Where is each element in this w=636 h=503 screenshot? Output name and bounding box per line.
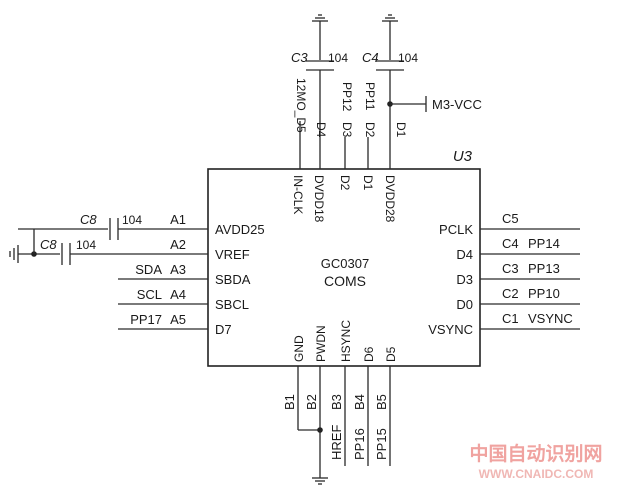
watermark-line1: 中国自动识别网: [469, 442, 602, 465]
right-pin-num-c2: C2: [502, 286, 519, 301]
top-net-label-pp11: PP11: [363, 82, 377, 111]
capacitor-c3-ref: C3: [291, 50, 308, 65]
ground-symbol-bottom: [312, 477, 328, 485]
left-pin-num-a4: A4: [170, 287, 186, 302]
bottom-pin-num-b1: B1: [282, 394, 297, 410]
top-net-label-d4: D4: [314, 122, 328, 138]
right-pin-name-pclk: PCLK: [439, 222, 473, 237]
chip-ref-label: U3: [453, 148, 473, 165]
left-pin-name-d7: D7: [215, 322, 232, 337]
top-net-label-d1: D1: [394, 122, 408, 138]
right-net-label-pp14: PP14: [528, 236, 560, 251]
bottom-pin-num-b3: B3: [329, 394, 344, 410]
bottom-pin-name-hsync: HSYNC: [339, 320, 353, 362]
top-net-label-12mo-d5: 12MO_D5: [294, 78, 308, 133]
bottom-pin-num-b4: B4: [352, 394, 367, 410]
right-pin-name-d3: D3: [456, 272, 473, 287]
capacitor-c3-value: 104: [328, 51, 348, 65]
left-pin-name-sbcl: SBCL: [215, 297, 249, 312]
top-pin-name-dvdd18: DVDD18: [312, 175, 326, 223]
chip-body: [207, 168, 481, 367]
top-pin-name-d2: D2: [338, 175, 352, 191]
watermark-line2: WWW.CNAIDC.COM: [479, 467, 594, 481]
bottom-net-label-href: HREF: [329, 425, 344, 460]
right-pin-name-d0: D0: [456, 297, 473, 312]
left-pin-num-a5: A5: [170, 312, 186, 327]
capacitor-c8-upper-ref: C8: [80, 212, 97, 227]
capacitor-c8-lower-value: 104: [76, 238, 96, 252]
ground-symbol-left: [9, 245, 19, 263]
bottom-pin-num-b5: B5: [374, 394, 389, 410]
right-net-label-vsync: VSYNC: [528, 311, 573, 326]
left-net-label-scl: SCL: [137, 287, 162, 302]
bottom-pin-name-gnd: GND: [292, 335, 306, 362]
ground-symbol-c4: [382, 14, 398, 60]
left-pin-num-a3: A3: [170, 262, 186, 277]
right-net-label-pp13: PP13: [528, 261, 560, 276]
top-net-label-d2: D2: [363, 122, 377, 138]
top-pin-name-in-clk: IN-CLK: [291, 175, 305, 214]
top-net-label-d3: D3: [340, 122, 354, 138]
right-pin-num-c1: C1: [502, 311, 519, 326]
right-pin-num-c4: C4: [502, 236, 519, 251]
junction-dot-bottom: [317, 427, 323, 433]
capacitor-c4-value: 104: [398, 51, 418, 65]
capacitor-c4-ref: C4: [362, 50, 379, 65]
top-pin-name-dvdd28: DVDD28: [383, 175, 397, 223]
bottom-pin-name-d6: D6: [362, 346, 376, 362]
right-pin-num-c3: C3: [502, 261, 519, 276]
left-pin-name-sbda: SBDA: [215, 272, 251, 287]
capacitor-c8-upper-value: 104: [122, 213, 142, 227]
chip-type-label: COMS: [324, 273, 366, 289]
right-pin-name-d4: D4: [456, 247, 473, 262]
left-pin-name-vref: VREF: [215, 247, 250, 262]
chip-part-label: GC0307: [321, 256, 369, 271]
bottom-net-label-pp15: PP15: [374, 428, 389, 460]
ground-symbol-c3: [312, 14, 328, 60]
supply-label: M3-VCC: [432, 97, 482, 112]
left-pin-num-a2: A2: [170, 237, 186, 252]
left-pin-num-a1: A1: [170, 212, 186, 227]
bottom-net-label-pp16: PP16: [352, 428, 367, 460]
left-net-label-pp17: PP17: [130, 312, 162, 327]
bottom-pin-name-pwdn: PWDN: [314, 325, 328, 362]
top-pin-name-d1: D1: [361, 175, 375, 191]
right-pin-name-vsync: VSYNC: [428, 322, 473, 337]
bottom-pin-name-d5: D5: [384, 346, 398, 362]
right-net-label-pp10: PP10: [528, 286, 560, 301]
right-pin-num-c5: C5: [502, 211, 519, 226]
left-net-label-sda: SDA: [135, 262, 162, 277]
left-pin-name-avdd25: AVDD25: [215, 222, 265, 237]
capacitor-c8-lower-ref: C8: [40, 237, 57, 252]
bottom-pin-num-b2: B2: [304, 394, 319, 410]
top-net-label-pp12: PP12: [340, 82, 354, 112]
